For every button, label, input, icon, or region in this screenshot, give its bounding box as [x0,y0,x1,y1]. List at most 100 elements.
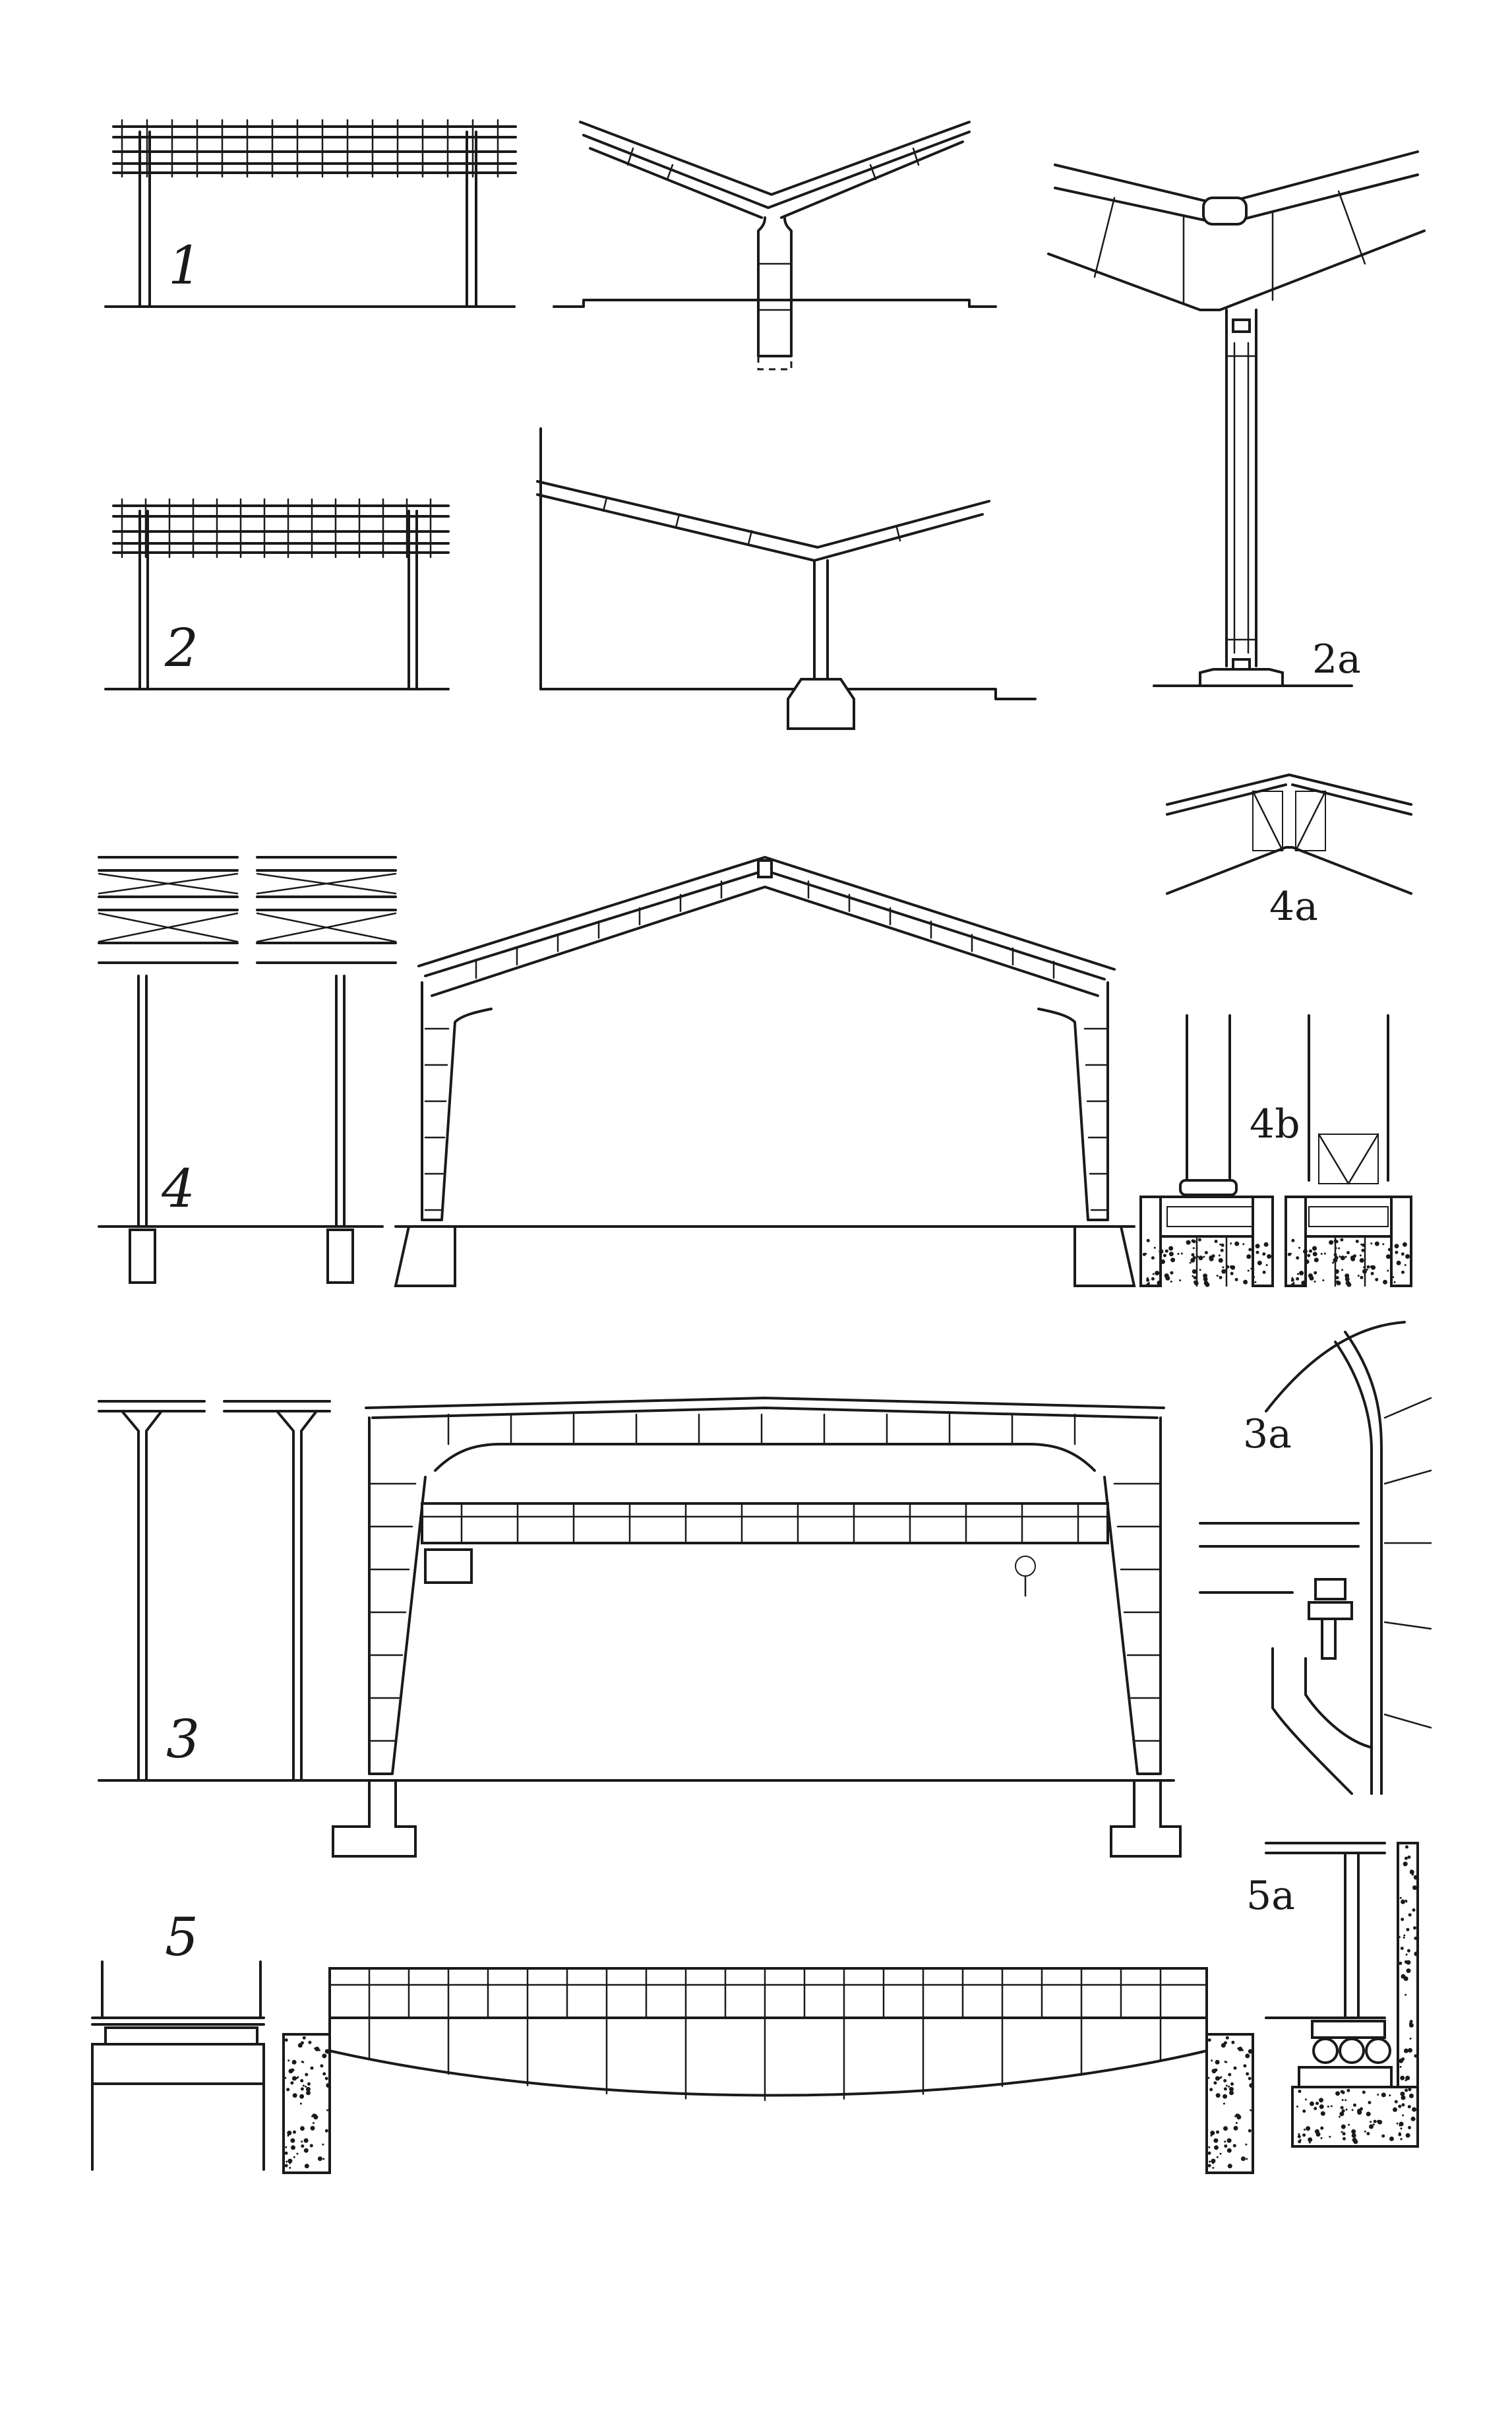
gravel-dot [291,2076,297,2081]
gravel-dot [1412,1885,1417,1891]
gravel-dot [1333,1253,1337,1257]
gravel-dot [1151,1256,1155,1260]
gravel-dot [1360,1275,1364,1279]
crane-portal-frame [328,1397,1182,1858]
gravel-dot [1170,1271,1174,1275]
gravel-dot [1304,1259,1310,1264]
gravel-dot [1346,2088,1350,2092]
gravel-dot [1307,1254,1311,1258]
gravel-dot [1225,2036,1229,2040]
gravel-dot [302,2036,306,2040]
gravel-dot [1308,2139,1311,2142]
gravel-dot [1396,1260,1401,1265]
gravel-dot [1308,2137,1313,2142]
gravel-dot [1228,2073,1232,2077]
gravel-dot [1414,1951,1419,1956]
gravel-dot [286,2088,290,2092]
gravel-dot [1345,2099,1347,2102]
gravel-dot [1401,1270,1405,1274]
gravel-dot [1401,2057,1405,2061]
gravel-dot [287,2131,292,2136]
gravel-dot [1355,1240,1359,1243]
gravel-dot [1216,2130,1219,2134]
gravel-dot [1170,1281,1172,1283]
figure-2-frame-elevation: 2 [104,498,450,690]
gravel-dot [1163,1254,1166,1258]
figure-1-frame-elevation: 1 [104,119,517,308]
gravel-dot [1218,1258,1223,1263]
gravel-dot [1242,1243,1245,1246]
figure-4-truss-columns: 4 [98,856,397,1284]
gravel-dot [1357,2110,1362,2115]
long-span-girder [282,1967,1254,2174]
gravel-dot [1401,1252,1405,1256]
gravel-dot [301,2144,305,2148]
gravel-dot [322,2072,326,2076]
gravel-dot [1207,2038,1211,2042]
gravel-dot [1302,2133,1306,2137]
figure-4b-label: 4b [1250,1101,1300,1147]
gravel-dot [1369,2124,1374,2129]
gravel-dot [1233,2066,1237,2070]
gravel-dot [1399,2065,1402,2068]
gravel-dot [1218,1254,1221,1257]
gravel-dot [1387,1269,1389,1272]
gravel-dot [1222,1266,1225,1269]
gravel-dot [1215,2093,1221,2098]
gravel-dot [1348,2123,1350,2126]
gravel-dot [1298,2133,1300,2135]
gravel-dot [1226,2148,1232,2153]
gravel-dot [1407,2105,1411,2109]
gravel-dot [1225,2061,1228,2063]
gravel-dot [1402,1242,1407,1247]
gravel-dot [1341,2099,1344,2102]
gravel-dot [1342,2132,1346,2136]
gravel-dot [1255,1244,1260,1249]
gravel-dot [1235,2122,1238,2124]
gravel-dot [1233,2125,1238,2131]
gravel-dot [1362,1243,1366,1247]
figure-4-label: 4 [161,1158,195,1219]
gravel-dot [1210,2131,1215,2136]
gravel-dot [1404,1856,1408,1860]
gravel-dot [1334,1275,1337,1277]
gravel-dot [1398,1936,1401,1938]
gravel-dot [1215,2059,1220,2065]
gravel-dot [1248,2129,1252,2133]
gravel-dot [1209,2088,1213,2092]
gravel-dot [1315,2102,1319,2106]
gable-portal-frame [394,856,1136,1287]
gravel-dot [307,2082,311,2086]
gravel-dot [1262,1252,1266,1256]
gravel-dot [1243,2064,1247,2068]
gravel-dot [1219,1243,1222,1246]
gravel-dot [302,2061,305,2063]
gravel-dot [1186,1240,1191,1245]
gravel-dot [1399,2124,1401,2127]
gravel-dot [1159,1249,1164,1254]
gravel-dot [1366,2132,1370,2136]
gravel-dot [1224,2140,1226,2143]
gravel-dot [1223,2126,1228,2131]
gravel-dot [1400,1947,1404,1951]
gravel-dot [1248,2077,1252,2080]
gravel-dot [1306,2126,1311,2131]
gravel-dot [1413,1875,1418,1880]
detail-2a-column-connection: 2a [1047,150,1426,687]
gravel-dot [1255,1250,1259,1254]
figure-2a-label: 2a [1312,636,1361,682]
gravel-dot [305,2085,307,2088]
gravel-dot [324,2129,328,2133]
gravel-dot [1399,1961,1403,1965]
gravel-dot [1234,1278,1238,1281]
gravel-dot [1412,2107,1417,2112]
gravel-dot [1232,2144,1236,2148]
gravel-dot [1340,2090,1344,2094]
gravel-dot [1246,1254,1252,1259]
gravel-dot [301,2140,303,2143]
gravel-dot [1297,1273,1299,1275]
gravel-dot [1211,2069,1217,2074]
y-canopy-asymmetric [536,427,1037,730]
gravel-dot [1320,2126,1324,2130]
gravel-dot [1335,1247,1337,1250]
